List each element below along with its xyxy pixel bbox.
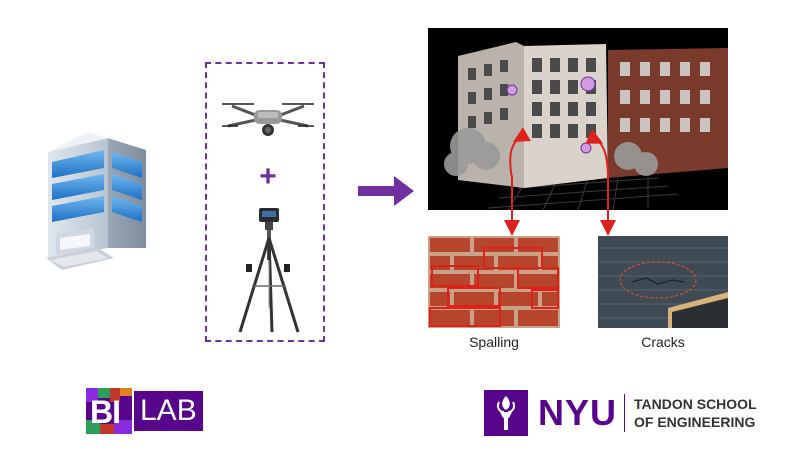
tripod-scanner-icon [238,208,300,333]
process-arrow [358,176,414,206]
bilab-logo-bi: BI [90,394,121,430]
cracks-photo [598,236,728,328]
capture-devices-box [205,62,325,342]
plus-sign: + [259,160,277,193]
drone-icon [222,103,314,136]
nyu-tandon-logo: NYU TANDON SCHOOL OF ENGINEERING [484,390,774,436]
spalling-photo [428,236,560,328]
tandon-line-2: OF ENGINEERING [634,414,756,430]
building-icon [46,132,146,270]
torch-icon [484,390,528,436]
cracks-caption: Cracks [641,334,685,350]
bilab-logo: BI LAB [86,388,203,434]
nyu-wordmark: NYU [538,392,618,433]
bilab-logo-mark [86,388,132,434]
logo-divider [624,394,625,432]
tandon-line-1: TANDON SCHOOL [634,396,757,412]
spalling-caption: Spalling [469,334,519,350]
point-cloud-image [428,28,728,210]
bilab-logo-lab: LAB [134,391,203,431]
